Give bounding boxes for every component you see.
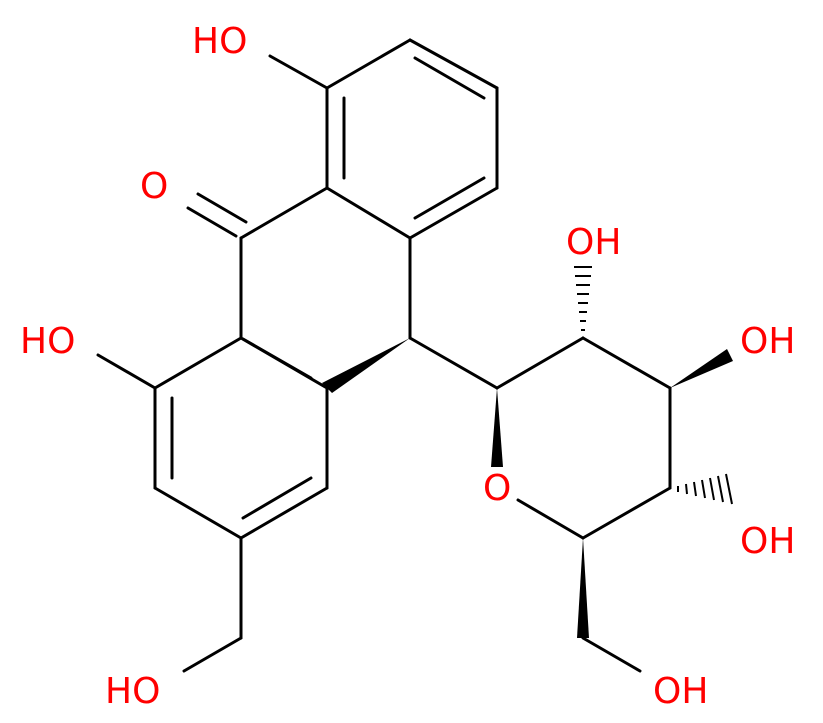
label-oh-top: HO [192,21,247,62]
bond [413,176,486,220]
hash-bond [693,481,697,497]
wedge-bond [577,538,589,638]
bond [96,353,157,390]
label-oh-ch2-sugar: OH [653,671,708,712]
hash-bond [685,483,688,495]
label-oh-sugar-4: OH [740,521,795,562]
bond [581,636,642,673]
bond [153,336,243,390]
hash-bond [709,477,715,501]
bond [239,186,329,240]
label-o-ketone: O [140,166,168,207]
bond [182,636,243,673]
label-oh-sugar-3: OH [740,321,795,362]
label-ho-ch2: HO [105,671,160,712]
wedge-bond [322,338,410,393]
bond-layer [96,38,672,673]
label-o-ring: O [483,468,511,509]
bond [516,498,585,540]
bond [325,38,412,90]
bond [408,336,499,390]
label-ho-left: HO [20,321,75,362]
bond [581,486,672,540]
bond [581,336,672,390]
bond [408,38,499,90]
label-layer: HO O HO OH OH OH O HO OH [20,21,795,712]
bond [495,336,585,390]
bond [153,486,243,540]
wedge-bond [491,388,503,467]
hash-layer [574,266,733,505]
bond [408,186,499,240]
bond [196,192,248,224]
hash-bond [725,473,733,505]
bond [241,476,313,520]
wedge-layer [322,338,733,638]
bond [325,186,412,240]
hash-bond [701,479,706,499]
label-oh-sugar-2: OH [566,222,621,263]
wedge-bond [670,349,733,388]
hash-bond [717,475,724,503]
bond [268,54,329,90]
bond [241,337,313,380]
bond [186,206,238,238]
bond [413,56,486,100]
bond [239,486,329,540]
